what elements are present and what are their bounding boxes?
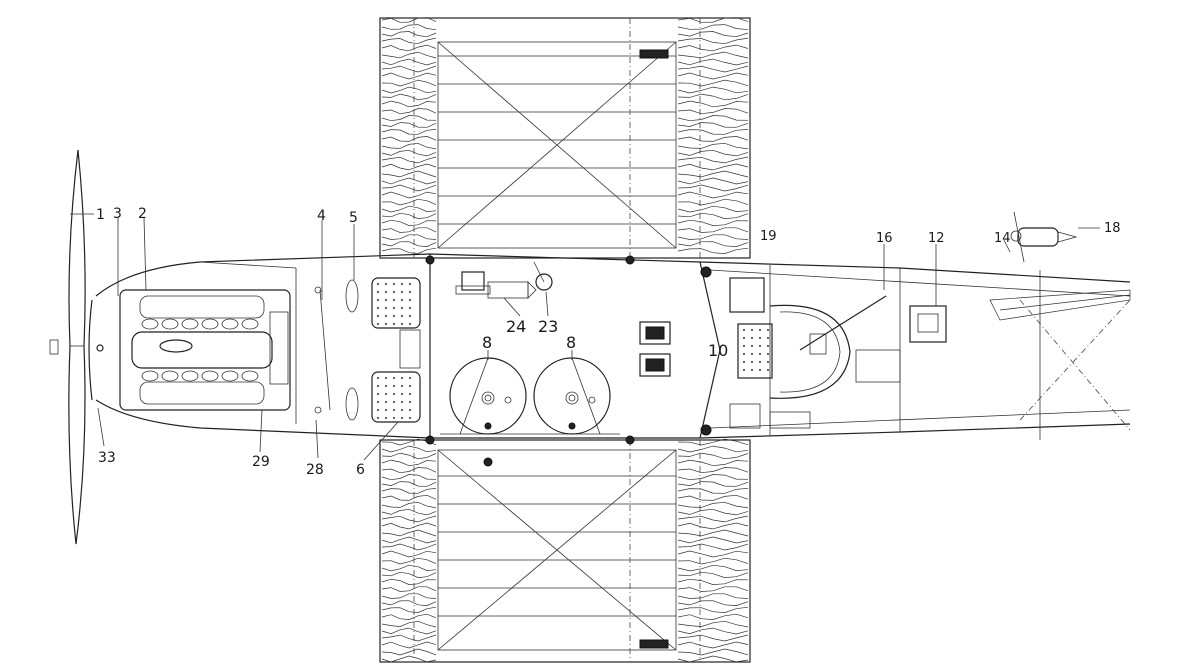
fuel-tanks xyxy=(440,357,620,435)
callout-6: 6 xyxy=(356,462,365,478)
callout-8-left: 8 xyxy=(482,333,492,352)
callout-4: 4 xyxy=(317,208,326,224)
tail-gear xyxy=(1010,211,1078,263)
callout-18: 18 xyxy=(1104,221,1121,236)
callout-33: 33 xyxy=(98,450,116,466)
equipment-23-24 xyxy=(455,261,553,299)
leader-lines xyxy=(70,213,1100,461)
callout-8-right: 8 xyxy=(566,333,576,352)
callout-12: 12 xyxy=(928,231,945,246)
callout-24: 24 xyxy=(506,317,526,336)
callout-1: 1 xyxy=(96,207,105,223)
wing-struts xyxy=(425,255,635,445)
callout-29: 29 xyxy=(252,454,270,470)
forward-cockpit xyxy=(314,277,421,423)
callout-2: 2 xyxy=(138,206,147,222)
rear-cockpit xyxy=(700,266,947,436)
callout-28: 28 xyxy=(306,462,324,478)
callout-5: 5 xyxy=(349,210,358,226)
callout-3: 3 xyxy=(113,206,122,222)
engine xyxy=(119,289,291,411)
callout-labels: 1 3 2 4 5 6 8 8 10 12 14 16 18 19 23 24 … xyxy=(96,206,1121,478)
callout-14: 14 xyxy=(994,231,1011,246)
fuselage xyxy=(88,253,1131,442)
callout-16: 16 xyxy=(876,231,893,246)
callout-23: 23 xyxy=(538,317,558,336)
instrument-blocks xyxy=(639,321,671,377)
callout-10: 10 xyxy=(708,341,728,360)
lower-wing xyxy=(379,438,751,663)
callout-19: 19 xyxy=(760,229,777,244)
upper-wing xyxy=(379,17,751,259)
propeller xyxy=(49,149,104,545)
